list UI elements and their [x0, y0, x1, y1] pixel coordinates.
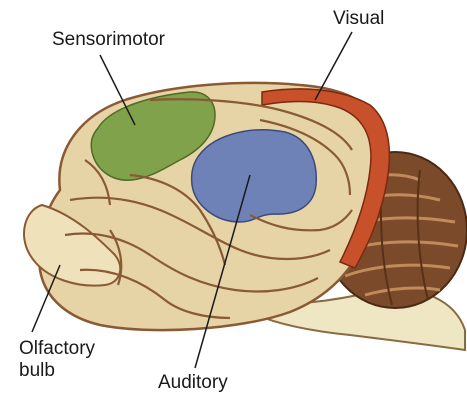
auditory-region	[192, 130, 317, 222]
olfactory-label-line1: Olfactory	[19, 338, 95, 360]
visual-label: Visual	[333, 8, 384, 30]
olfactory-label-line2: bulb	[19, 360, 95, 382]
sensorimotor-label: Sensorimotor	[52, 29, 165, 51]
auditory-label: Auditory	[158, 372, 228, 394]
olfactory-bulb-label: Olfactory bulb	[19, 338, 95, 382]
